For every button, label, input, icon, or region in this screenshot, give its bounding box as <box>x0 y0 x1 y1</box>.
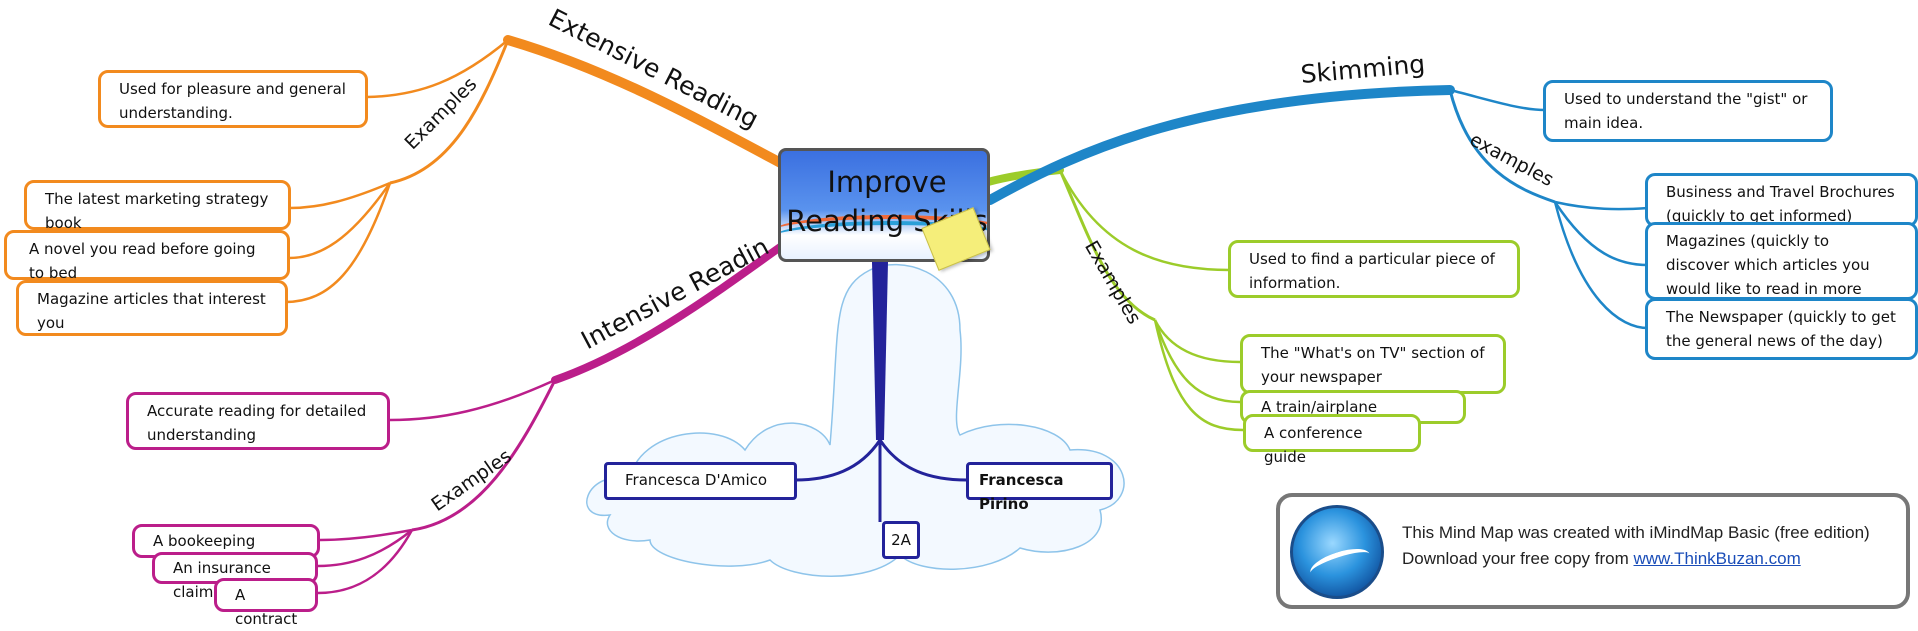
extensive-ex1-connector <box>289 181 391 210</box>
extensive-connector <box>366 39 509 99</box>
intensive-connector <box>389 378 556 422</box>
extensive-ex2-connector <box>288 182 392 260</box>
intensive-ex2-connector <box>317 529 413 568</box>
central-title-line1: Improve <box>827 165 947 199</box>
skimming-ex2-connector <box>1553 201 1649 267</box>
scanning-example-1[interactable]: The "What's on TV" section of your newsp… <box>1240 334 1506 394</box>
authors-branch <box>872 262 888 440</box>
imindmap-promo-box: This Mind Map was created with iMindMap … <box>1276 493 1910 609</box>
author-node-1[interactable]: Francesca D'Amico <box>604 462 797 500</box>
skimming-example-1[interactable]: Business and Travel Brochures (quickly t… <box>1645 173 1918 227</box>
skimming-connector <box>1449 88 1546 112</box>
skimming-ex1-connector <box>1554 200 1649 211</box>
extensive-example-3[interactable]: Magazine articles that interest you <box>16 280 288 336</box>
extensive-examples-connector <box>389 39 510 185</box>
promo-text-line2: Download your free copy from www.ThinkBu… <box>1402 549 1801 569</box>
scanning-example-3[interactable]: A conference guide <box>1243 414 1421 466</box>
intensive-branch <box>551 236 794 384</box>
intensive-description-node[interactable]: Accurate reading for detailed understand… <box>126 392 390 450</box>
author2-connector <box>878 439 968 482</box>
promo-text-prefix: Download your free copy from <box>1402 549 1634 568</box>
promo-text-line1: This Mind Map was created with iMindMap … <box>1402 523 1870 542</box>
extensive-example-2[interactable]: A novel you read before going to bed <box>4 230 290 282</box>
skimming-ex3-connector <box>1553 201 1649 330</box>
author-node-2[interactable]: Francesca Pirino <box>966 462 1113 513</box>
skimming-description-node[interactable]: Used to understand the "gist" or main id… <box>1543 80 1833 142</box>
intensive-example-3[interactable]: A contract <box>214 578 318 628</box>
skimming-example-2[interactable]: Magazines (quickly to discover which art… <box>1645 222 1918 322</box>
scanning-ex2-connector <box>1153 319 1241 404</box>
thinkbuzan-link[interactable]: www.ThinkBuzan.com <box>1633 549 1801 568</box>
central-swoosh-decoration-2 <box>781 221 987 255</box>
imindmap-logo-icon <box>1290 505 1384 599</box>
skimming-examples-connector <box>1448 89 1556 204</box>
extensive-branch <box>503 35 795 173</box>
scanning-ex3-connector <box>1153 319 1244 432</box>
scanning-connector <box>1058 169 1231 272</box>
scanning-description-node[interactable]: Used to find a particular piece of infor… <box>1228 240 1520 298</box>
scanning-examples-connector <box>1058 169 1156 322</box>
extensive-description-node[interactable]: Used for pleasure and general understand… <box>98 70 368 128</box>
extensive-ex3-connector <box>284 182 392 304</box>
skimming-example-3[interactable]: The Newspaper (quickly to get the genera… <box>1645 298 1918 360</box>
extensive-example-1[interactable]: The latest marketing strategy book <box>24 180 291 232</box>
intensive-ex1-connector <box>319 528 413 542</box>
scanning-ex1-connector <box>1153 319 1241 364</box>
intensive-examples-connector <box>411 379 557 532</box>
skimming-branch <box>985 85 1455 205</box>
class-node[interactable]: 2A <box>882 521 920 559</box>
intensive-ex3-connector <box>317 529 414 595</box>
central-swoosh-decoration <box>781 215 987 249</box>
author1-connector <box>794 439 882 482</box>
